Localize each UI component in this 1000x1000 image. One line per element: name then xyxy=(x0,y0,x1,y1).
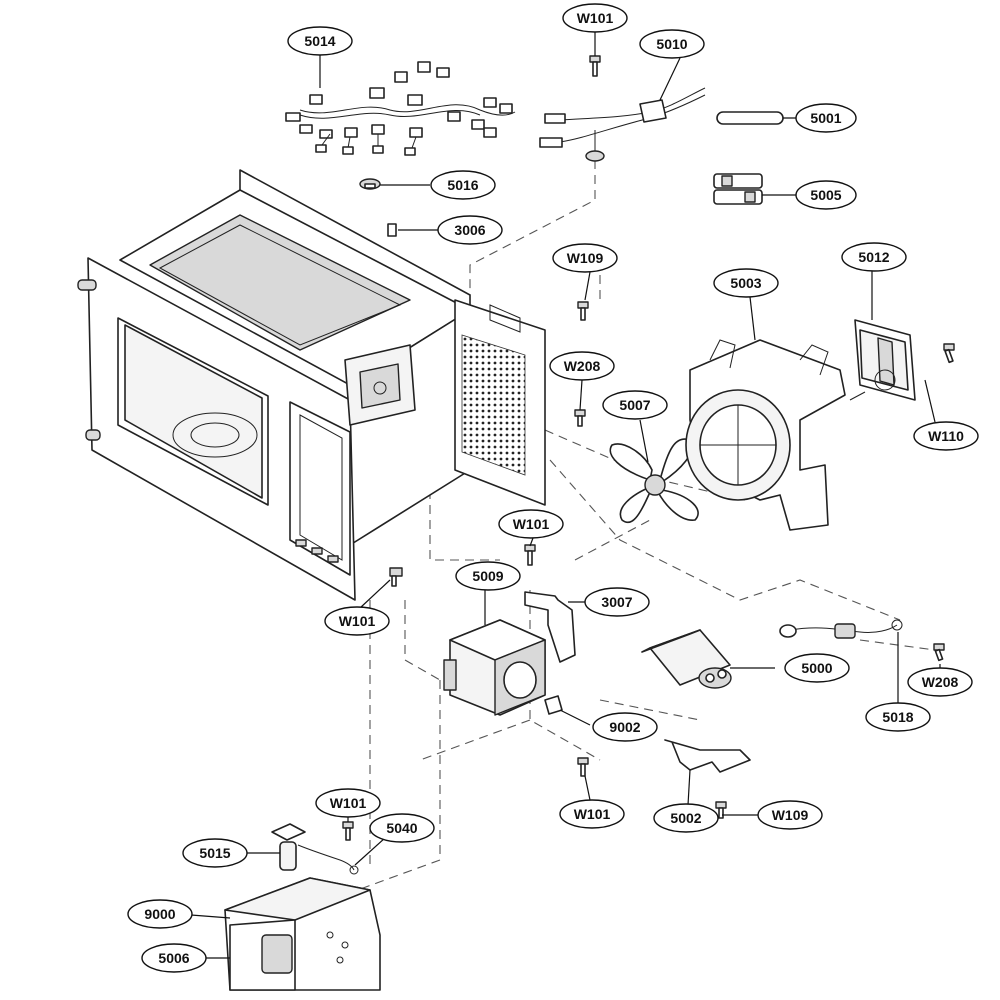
svg-text:5018: 5018 xyxy=(882,709,913,725)
svg-text:W109: W109 xyxy=(772,807,809,823)
svg-text:5009: 5009 xyxy=(472,568,503,584)
svg-text:5012: 5012 xyxy=(858,249,889,265)
svg-text:5040: 5040 xyxy=(386,820,417,836)
svg-text:5001: 5001 xyxy=(810,110,841,126)
oven-cavity-chassis xyxy=(77,169,471,601)
svg-text:W208: W208 xyxy=(922,674,959,690)
callout-w110: W110 xyxy=(913,421,979,451)
svg-text:5007: 5007 xyxy=(619,397,650,413)
callout-5003: 5003 xyxy=(713,268,779,298)
callout-5010: 5010 xyxy=(639,29,705,59)
callout-5016: 5016 xyxy=(430,170,496,200)
callout-w101-left: W101 xyxy=(324,606,390,636)
svg-text:5000: 5000 xyxy=(801,660,832,676)
svg-text:W101: W101 xyxy=(574,806,611,822)
wire-5040 xyxy=(297,844,359,875)
svg-text:5010: 5010 xyxy=(656,36,687,52)
wire-harness-5014 xyxy=(285,61,516,156)
callout-5014: 5014 xyxy=(287,26,353,56)
callout-5018: 5018 xyxy=(865,702,931,732)
svg-text:5015: 5015 xyxy=(199,845,230,861)
callout-w101-lower: W101 xyxy=(559,799,625,829)
callout-5002: 5002 xyxy=(653,803,719,833)
callout-w208-lower: W208 xyxy=(907,667,973,697)
callout-w208-upper: W208 xyxy=(549,351,615,381)
screw-w101-top xyxy=(589,55,601,77)
svg-text:W208: W208 xyxy=(564,358,601,374)
callout-9000: 9000 xyxy=(127,899,193,929)
part-3006 xyxy=(387,223,397,237)
callout-5015: 5015 xyxy=(182,838,248,868)
part-9002 xyxy=(544,695,563,715)
screw-w101-bottom xyxy=(342,821,354,841)
callout-w109-upper: W109 xyxy=(552,243,618,273)
callout-9002: 9002 xyxy=(592,712,658,742)
svg-text:W110: W110 xyxy=(928,428,964,444)
screw-w101-middle xyxy=(524,544,536,566)
svg-text:W101: W101 xyxy=(513,516,550,532)
rear-panel-vented xyxy=(454,299,546,506)
callout-5001: 5001 xyxy=(795,103,857,133)
svg-text:5016: 5016 xyxy=(447,177,478,193)
fuse-holder-5005 xyxy=(713,173,763,205)
fan-shroud-5003 xyxy=(685,339,846,531)
callout-5000: 5000 xyxy=(784,653,850,683)
callout-3007: 3007 xyxy=(584,587,650,617)
bracket-3007 xyxy=(524,591,576,663)
screw-w208-lower xyxy=(933,643,945,662)
magnetron-5009 xyxy=(443,619,546,716)
svg-text:5014: 5014 xyxy=(304,33,335,49)
callout-5009: 5009 xyxy=(455,561,521,591)
lamp-socket-5015 xyxy=(271,823,306,871)
callout-5007: 5007 xyxy=(602,390,668,420)
callout-5005: 5005 xyxy=(795,180,857,210)
svg-text:5006: 5006 xyxy=(158,950,189,966)
svg-text:W101: W101 xyxy=(577,10,614,26)
svg-text:W109: W109 xyxy=(567,250,604,266)
callout-w101-middle: W101 xyxy=(498,509,564,539)
base-assembly-9000 xyxy=(224,877,381,991)
callout-5006: 5006 xyxy=(141,943,207,973)
svg-text:5002: 5002 xyxy=(670,810,701,826)
screw-w101-left xyxy=(389,567,403,587)
bracket-5002 xyxy=(664,739,751,773)
fan-blade-5007 xyxy=(609,438,699,524)
callout-5040: 5040 xyxy=(369,813,435,843)
diode-5018 xyxy=(779,619,903,639)
svg-text:9000: 9000 xyxy=(144,906,175,922)
screw-w109-lower xyxy=(715,801,727,819)
capacitor-5000 xyxy=(641,629,732,689)
callout-5012: 5012 xyxy=(841,242,907,272)
fuse-5001 xyxy=(716,111,784,125)
screw-w109-upper xyxy=(577,301,589,321)
svg-text:3006: 3006 xyxy=(454,222,485,238)
svg-text:9002: 9002 xyxy=(609,719,640,735)
svg-text:5003: 5003 xyxy=(730,275,761,291)
screw-w110 xyxy=(943,343,955,364)
fan-motor-5012 xyxy=(849,319,916,401)
svg-text:W101: W101 xyxy=(339,613,376,629)
callout-w109-lower: W109 xyxy=(757,800,823,830)
svg-text:5005: 5005 xyxy=(810,187,841,203)
callout-3006: 3006 xyxy=(437,215,503,245)
svg-text:3007: 3007 xyxy=(601,594,632,610)
sensor-5010 xyxy=(539,87,706,162)
thermostat-5016 xyxy=(359,178,381,190)
screw-w101-lower xyxy=(577,757,589,777)
callout-w101-top: W101 xyxy=(562,3,628,33)
svg-text:W101: W101 xyxy=(330,795,367,811)
callout-w101-bottom: W101 xyxy=(315,788,381,818)
screw-w208-upper xyxy=(574,409,586,427)
